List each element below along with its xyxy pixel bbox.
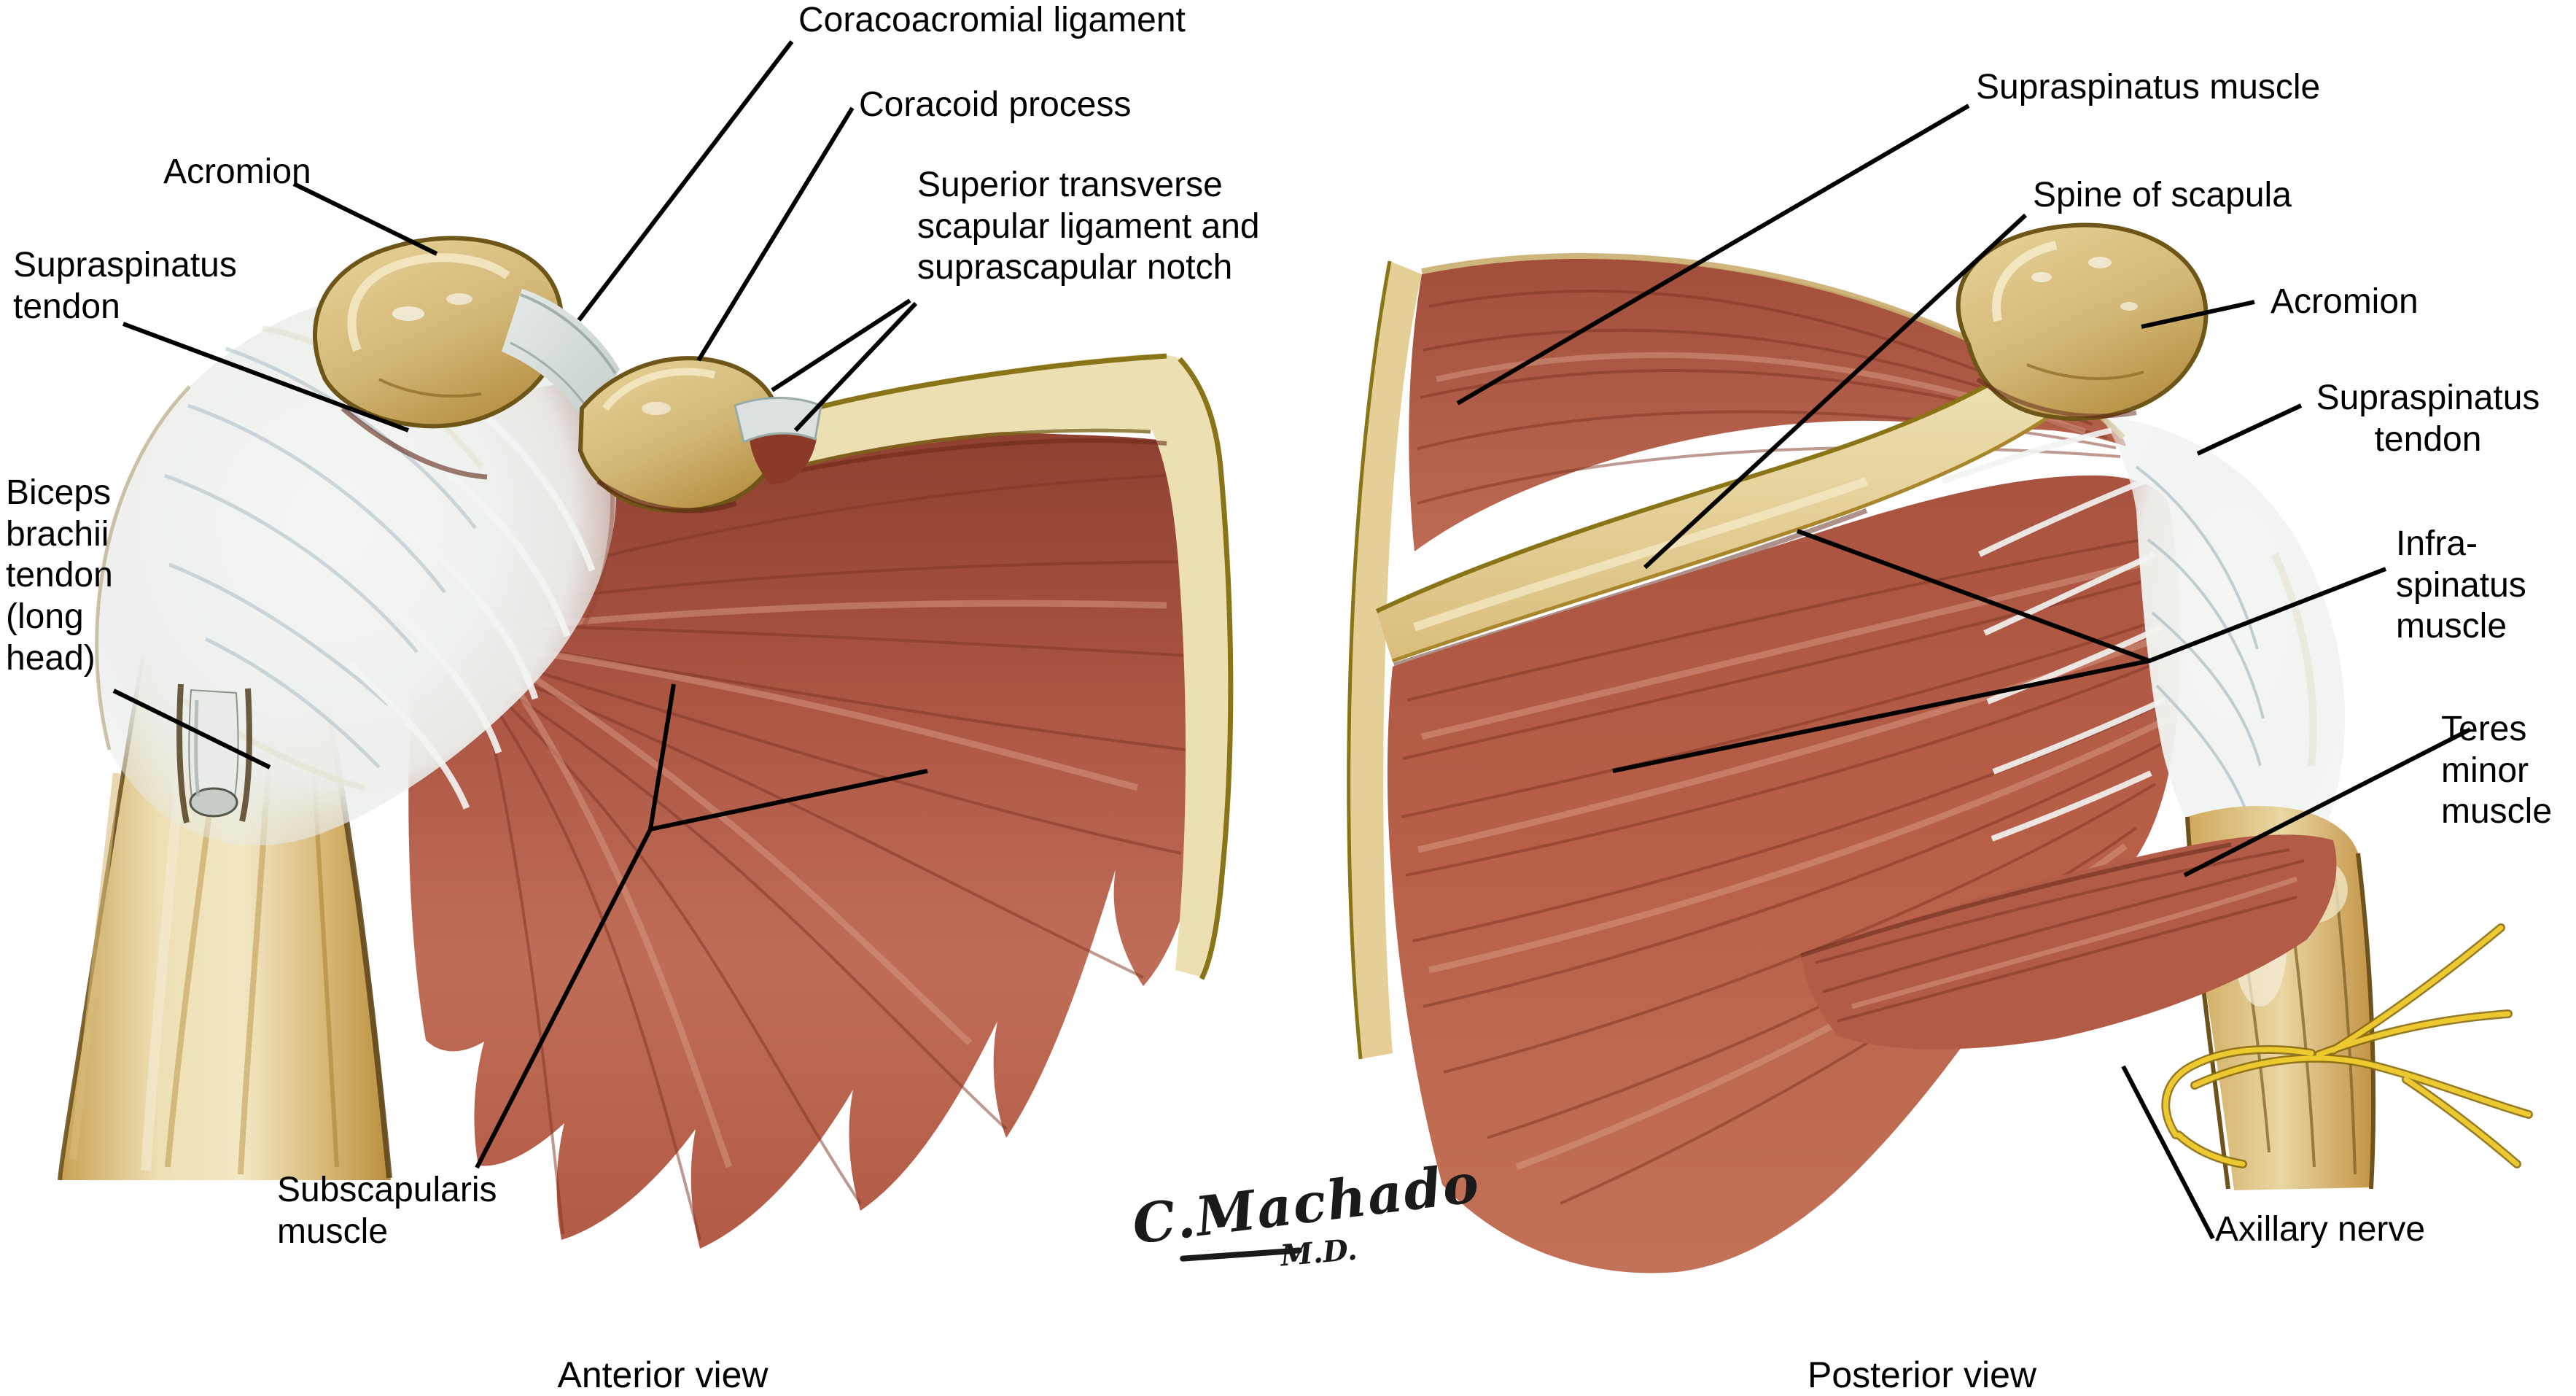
teres-minor-muscle xyxy=(1800,834,2337,1050)
infraspinatus-supraspinatus-tendon-fan xyxy=(1941,416,2346,909)
leader-acromion-posterior xyxy=(2141,300,2255,329)
leader-superior-transverse-b xyxy=(793,301,918,433)
leader-infraspinatus-muscle xyxy=(1612,529,2387,773)
teres-minor-fibers xyxy=(1800,842,2305,1023)
axillary-nerve xyxy=(2161,923,2533,1168)
label-spine-of-scapula: Spine of scapula xyxy=(2033,176,2292,214)
biceps-tendon-cut-end xyxy=(189,787,238,818)
leader-acromion-anterior xyxy=(292,182,438,256)
acromion-anterior xyxy=(313,236,564,480)
label-acromion-posterior: Acromion xyxy=(2270,282,2419,321)
label-acromion-anterior: Acromion xyxy=(163,152,311,191)
coracoacromial-ligament-shape xyxy=(502,289,620,426)
label-infraspinatus-muscle: Infra- spinatus muscle xyxy=(2396,524,2526,646)
leader-biceps-brachii-tendon xyxy=(112,689,271,769)
acromion-anterior-shape xyxy=(313,236,564,429)
anterior-view-figure xyxy=(58,236,1234,1249)
label-subscapularis-muscle: Subscapularis muscle xyxy=(277,1171,497,1251)
acromion-posterior-shape xyxy=(1956,222,2209,421)
label-teres-minor-muscle: Teres minor muscle xyxy=(2441,710,2553,831)
label-coracoacromial-ligament: Coracoacromial ligament xyxy=(798,1,1186,39)
label-supraspinatus-tendon-posterior: Supraspinatus tendon xyxy=(2316,379,2540,459)
posterior-view-figure xyxy=(1347,222,2533,1273)
leader-supraspinatus-tendon-posterior xyxy=(2196,403,2303,456)
leader-supraspinatus-muscle xyxy=(1456,104,1970,406)
coracoacromial-ligament xyxy=(502,289,620,426)
caption-posterior-view: Posterior view xyxy=(1808,1354,2036,1395)
leader-coracoacromial-ligament xyxy=(577,40,794,322)
leader-teres-minor-muscle xyxy=(2183,727,2472,877)
suprascapular-notch xyxy=(734,397,822,485)
biceps-brachii-tendon xyxy=(176,683,252,823)
superior-transverse-ligament-shape xyxy=(734,397,822,444)
leader-axillary-nerve xyxy=(2121,1065,2215,1240)
leader-lines xyxy=(112,40,2472,1240)
caption-anterior-view: Anterior view xyxy=(557,1354,768,1395)
subscapularis-muscle-shape xyxy=(408,426,1212,1249)
leader-subscapularis-muscle xyxy=(475,683,928,1169)
acromion-posterior xyxy=(1956,222,2209,421)
tendon-fan-shape xyxy=(2100,416,2346,909)
leader-superior-transverse-a xyxy=(771,298,911,392)
label-axillary-nerve: Axillary nerve xyxy=(2215,1210,2426,1249)
scapula-border-edges xyxy=(774,353,1234,980)
humerus-anterior-texture xyxy=(58,656,392,1181)
label-biceps-brachii-tendon: Biceps brachii tendon (long head) xyxy=(6,473,113,678)
coracoid-process xyxy=(577,356,782,513)
label-supraspinatus-muscle: Supraspinatus muscle xyxy=(1976,68,2321,106)
leader-spine-of-scapula xyxy=(1643,213,2028,570)
subscapularis-highlights xyxy=(507,600,1167,1168)
leader-coracoid-process xyxy=(696,106,855,362)
scapula-medial-border xyxy=(1347,260,1422,1060)
artist-credential: M.D. xyxy=(1279,1232,1359,1273)
label-superior-transverse-scapular-ligament: Superior transverse scapular ligament an… xyxy=(917,166,1260,287)
tendon-fan-fibers xyxy=(1941,427,2317,842)
label-supraspinatus-tendon-anterior: Supraspinatus tendon xyxy=(13,246,237,326)
label-coracoid-process: Coracoid process xyxy=(859,85,1132,124)
leader-supraspinatus-tendon-anterior xyxy=(122,322,410,433)
supraspinatus-tendon-dome xyxy=(95,290,617,846)
